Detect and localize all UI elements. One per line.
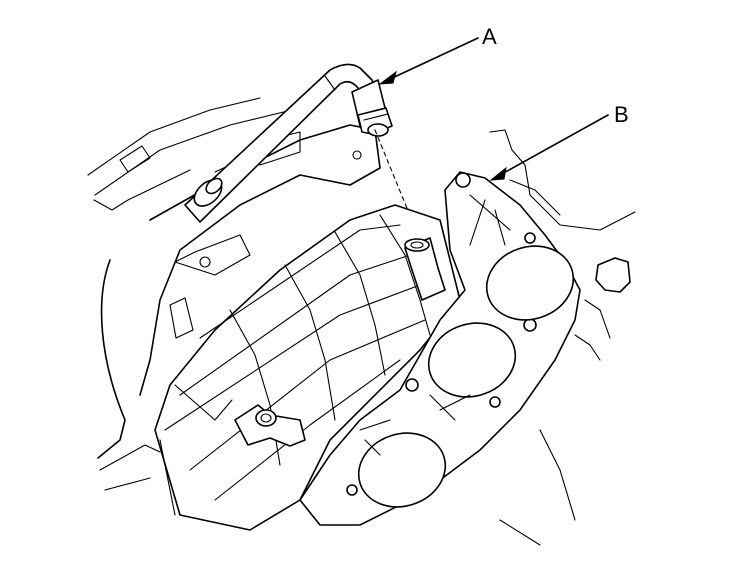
intake-gasket (299, 171, 581, 526)
callout-b-leader (489, 114, 609, 181)
hose-clamp (351, 79, 393, 137)
cylinder-head-outline (489, 129, 636, 546)
callout-a-leader (378, 37, 479, 85)
breather-hose (184, 63, 381, 223)
intake-manifold (154, 204, 461, 531)
engine-block-outline (87, 97, 301, 491)
breather-pipe (404, 237, 446, 301)
lower-connector (234, 404, 306, 447)
callout-a-label: A (482, 24, 497, 49)
callout-b-label: B (614, 102, 629, 127)
